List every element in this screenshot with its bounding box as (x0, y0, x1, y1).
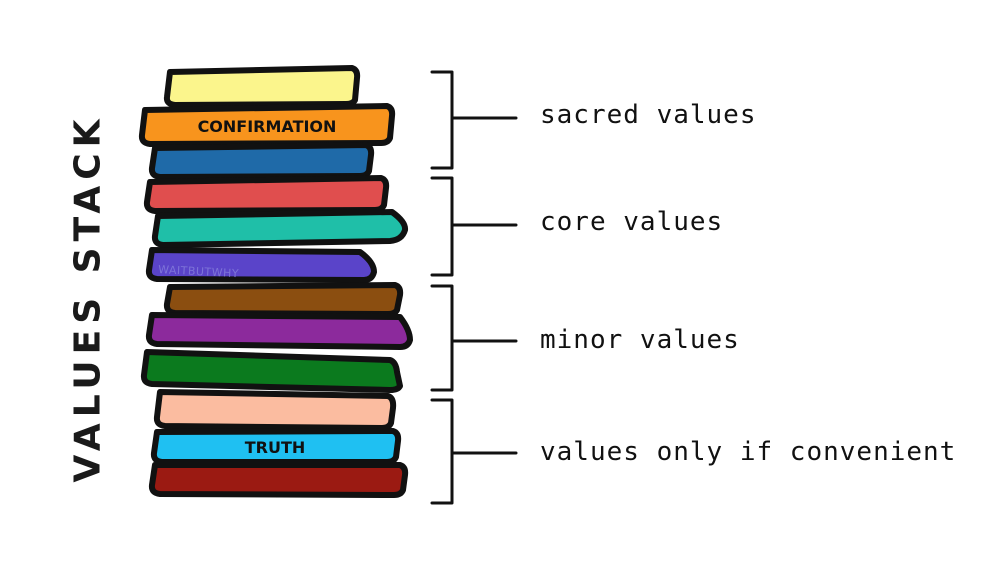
book-label-confirmation: CONFIRMATION (198, 117, 337, 136)
book-teal (151, 209, 409, 248)
book-purple (145, 312, 413, 350)
book-truth (150, 428, 402, 465)
group-label-minor: minor values (540, 325, 740, 355)
group-label-convenient: values only if convenient (540, 437, 957, 467)
book-red (143, 175, 390, 214)
bracket-sacred (430, 70, 518, 170)
bracket-convenient (430, 398, 518, 505)
book-indigo (145, 247, 377, 283)
group-label-sacred: sacred values (540, 100, 757, 130)
group-label-core: core values (540, 207, 724, 237)
book-confirmation (138, 103, 396, 147)
bracket-core (430, 176, 518, 277)
book-brown (163, 282, 404, 317)
book-stack (138, 65, 413, 498)
watermark: WAITBUTWHY (158, 263, 240, 280)
book-green (140, 349, 403, 393)
bracket-minor (430, 284, 518, 392)
book-yellow (163, 65, 361, 108)
book-peach (153, 389, 397, 431)
book-navy (148, 142, 375, 180)
book-maroon (148, 462, 409, 498)
book-label-truth: TRUTH (245, 438, 306, 457)
